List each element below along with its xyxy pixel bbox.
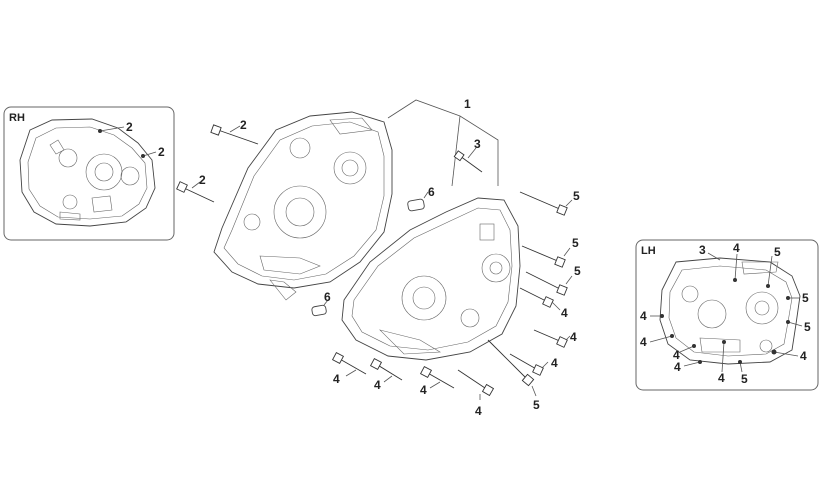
crankcase-right-half [213, 111, 393, 301]
bolt-2-upper [210, 124, 259, 145]
bolt-4-right-a [519, 287, 554, 308]
callout-5-b: 5 [572, 236, 579, 250]
bolt-4-bottom-a [331, 351, 367, 375]
callout-6-upper: 6 [428, 185, 435, 199]
lh-callout-5-right-upper: 5 [802, 291, 809, 305]
callout-4-right-b: 4 [570, 330, 577, 344]
bolt-4-bottom-d [457, 369, 495, 397]
lh-callout-4-lower-a: 4 [673, 348, 680, 362]
bolt-5-bottom [487, 339, 535, 387]
rh-callout-2a: 2 [126, 120, 133, 134]
callout-5-c: 5 [574, 264, 581, 278]
lh-inset-title: LH [641, 245, 656, 257]
lh-inset: LH 3 4 5 4 5 4 5 4 [635, 239, 819, 391]
lh-callout-4-top: 4 [733, 241, 740, 255]
lh-crankcase-half [659, 257, 801, 365]
lh-callout-4-left-upper: 4 [640, 309, 647, 323]
bolt-5-b [521, 245, 566, 268]
bolt-4-bottom-b [369, 357, 403, 381]
bolt-4-right-c [509, 353, 544, 376]
callout-3: 3 [474, 137, 481, 151]
lh-callout-4-bottom: 4 [718, 371, 725, 385]
callout-5-bottom: 5 [533, 398, 540, 412]
rh-callout-2b: 2 [158, 145, 165, 159]
bolt-4-bottom-c [419, 365, 455, 389]
lh-callout-5-right-lower: 5 [804, 320, 811, 334]
bolt-4-right-b [533, 329, 568, 348]
lh-callout-4-left-lower: 4 [640, 335, 647, 349]
crankcase-left-half [341, 197, 521, 361]
dowel-pin-lower [311, 304, 327, 317]
callout-2-lower: 2 [199, 173, 206, 187]
callout-4-right-c: 4 [551, 356, 558, 370]
callout-5-a: 5 [573, 189, 580, 203]
bolt-5-a [519, 191, 568, 216]
callout-2-upper: 2 [240, 118, 247, 132]
callout-4-right-a: 4 [561, 306, 568, 320]
callout-4-bottom-a: 4 [333, 372, 340, 386]
lh-callout-3: 3 [699, 243, 706, 257]
callout-4-bottom-c: 4 [420, 383, 427, 397]
callout-1: 1 [464, 97, 471, 111]
lh-callout-5-top: 5 [774, 245, 781, 259]
bolt-5-c [525, 271, 568, 296]
rh-inset: RH 2 2 [3, 106, 175, 241]
callout-4-bottom-b: 4 [374, 378, 381, 392]
lh-callout-4-lower-b: 4 [674, 360, 681, 374]
main-exploded-view: 1 [176, 97, 581, 418]
lh-callout-5-bottom: 5 [741, 372, 748, 386]
lh-callout-4-right: 4 [800, 349, 807, 363]
bolt-2-lower [176, 181, 215, 203]
callout-6-lower: 6 [324, 290, 331, 304]
dowel-pin-upper [407, 198, 425, 212]
callout-4-bottom-d: 4 [475, 404, 482, 418]
bolt-3 [453, 150, 483, 173]
rh-crankcase-half [19, 118, 156, 227]
rh-inset-title: RH [9, 112, 25, 124]
